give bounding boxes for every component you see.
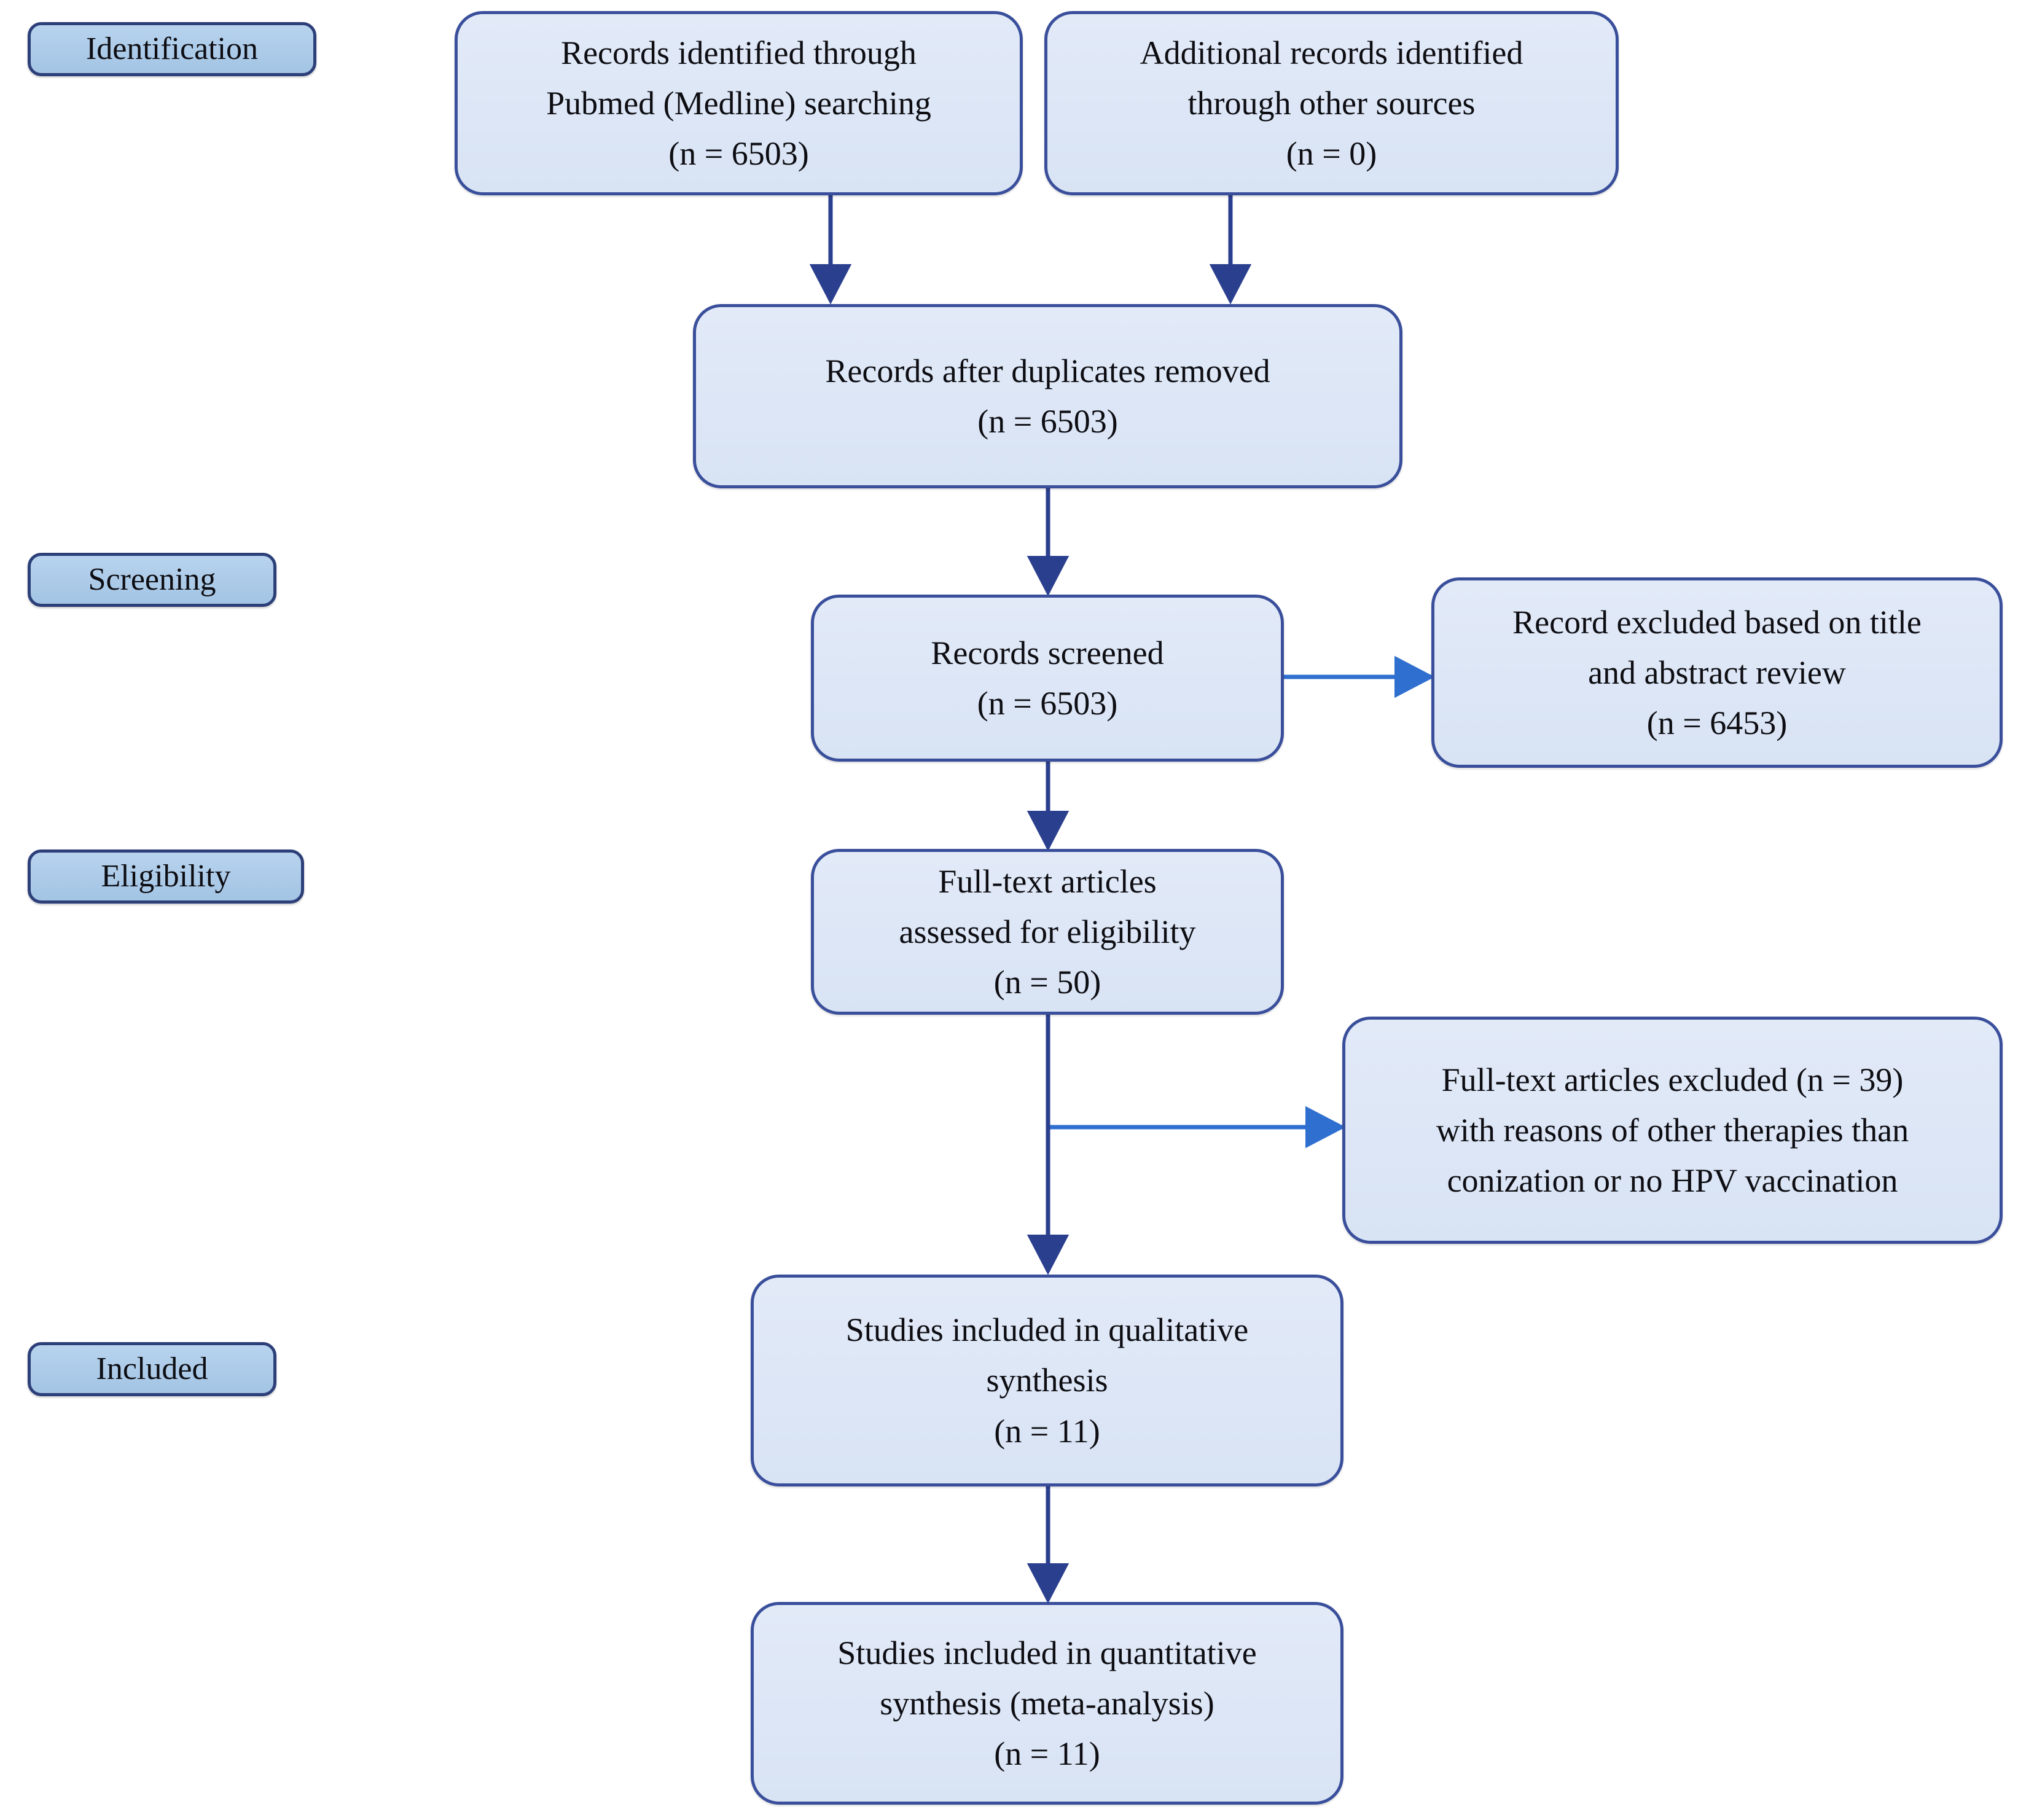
stage-label-eligibility: Eligibility <box>28 849 304 904</box>
box-studies-qualitative-synthesis-text: Studies included in qualitative synthesi… <box>770 1305 1324 1456</box>
line-2: through other sources <box>1187 84 1476 122</box>
line-1: Records identified through <box>561 34 917 71</box>
box-records-screened: Records screened (n = 6503) <box>811 595 1284 762</box>
stage-label-screening: Screening <box>28 553 276 607</box>
line-1: Full-text articles excluded (n = 39) <box>1441 1061 1904 1098</box>
line-2: synthesis <box>986 1362 1108 1399</box>
line-2: assessed for eligibility <box>899 913 1196 950</box>
box-records-after-duplicates-removed-text: Records after duplicates removed (n = 65… <box>712 346 1383 447</box>
line-1: Additional records identified <box>1140 34 1523 71</box>
stage-label-identification-text: Identification <box>85 31 259 67</box>
line-1: Full-text articles <box>938 862 1157 900</box>
box-studies-quantitative-synthesis-text: Studies included in quantitative synthes… <box>770 1628 1324 1779</box>
line-2: (n = 6503) <box>977 403 1118 440</box>
box-studies-qualitative-synthesis: Studies included in qualitative synthesi… <box>751 1275 1343 1486</box>
box-fulltext-excluded-reasons-text: Full-text articles excluded (n = 39) wit… <box>1361 1055 1984 1206</box>
line-3: (n = 6453) <box>1646 705 1788 742</box>
box-additional-records-other-sources-text: Additional records identified through ot… <box>1063 28 1600 179</box>
box-fulltext-assessed-eligibility: Full-text articles assessed for eligibil… <box>811 849 1284 1015</box>
stage-label-screening-text: Screening <box>88 562 216 598</box>
line-3: conization or no HPV vaccination <box>1447 1162 1898 1200</box>
line-3: (n = 11) <box>994 1412 1100 1450</box>
line-1: Studies included in qualitative <box>845 1311 1249 1349</box>
box-records-identified-pubmed: Records identified through Pubmed (Medli… <box>455 11 1023 195</box>
stage-label-included: Included <box>28 1342 276 1396</box>
box-records-screened-text: Records screened (n = 6503) <box>830 628 1265 728</box>
line-3: (n = 6503) <box>668 135 809 173</box>
line-1: Records screened <box>931 634 1164 671</box>
stage-label-identification: Identification <box>28 22 316 76</box>
line-1: Record excluded based on title <box>1512 603 1922 641</box>
line-2: synthesis (meta-analysis) <box>880 1684 1214 1722</box>
line-2: (n = 6503) <box>977 685 1118 722</box>
box-studies-quantitative-synthesis: Studies included in quantitative synthes… <box>751 1602 1343 1805</box>
box-records-identified-pubmed-text: Records identified through Pubmed (Medli… <box>474 28 1004 179</box>
box-records-excluded-title-abstract-text: Record excluded based on title and abstr… <box>1450 597 1984 748</box>
line-3: (n = 0) <box>1286 135 1377 173</box>
line-2: with reasons of other therapies than <box>1436 1111 1909 1149</box>
line-3: (n = 50) <box>993 964 1101 1001</box>
line-2: Pubmed (Medline) searching <box>546 84 931 122</box>
line-2: and abstract review <box>1588 654 1846 691</box>
box-fulltext-assessed-eligibility-text: Full-text articles assessed for eligibil… <box>830 856 1265 1007</box>
stage-label-eligibility-text: Eligibility <box>101 859 231 894</box>
stage-label-included-text: Included <box>96 1351 208 1387</box>
box-additional-records-other-sources: Additional records identified through ot… <box>1044 11 1619 195</box>
box-fulltext-excluded-reasons: Full-text articles excluded (n = 39) wit… <box>1342 1017 2003 1244</box>
line-1: Studies included in quantitative <box>837 1634 1257 1671</box>
box-records-excluded-title-abstract: Record excluded based on title and abstr… <box>1431 577 2003 768</box>
box-records-after-duplicates-removed: Records after duplicates removed (n = 65… <box>693 304 1402 488</box>
line-1: Records after duplicates removed <box>825 352 1270 389</box>
line-3: (n = 11) <box>994 1735 1100 1773</box>
